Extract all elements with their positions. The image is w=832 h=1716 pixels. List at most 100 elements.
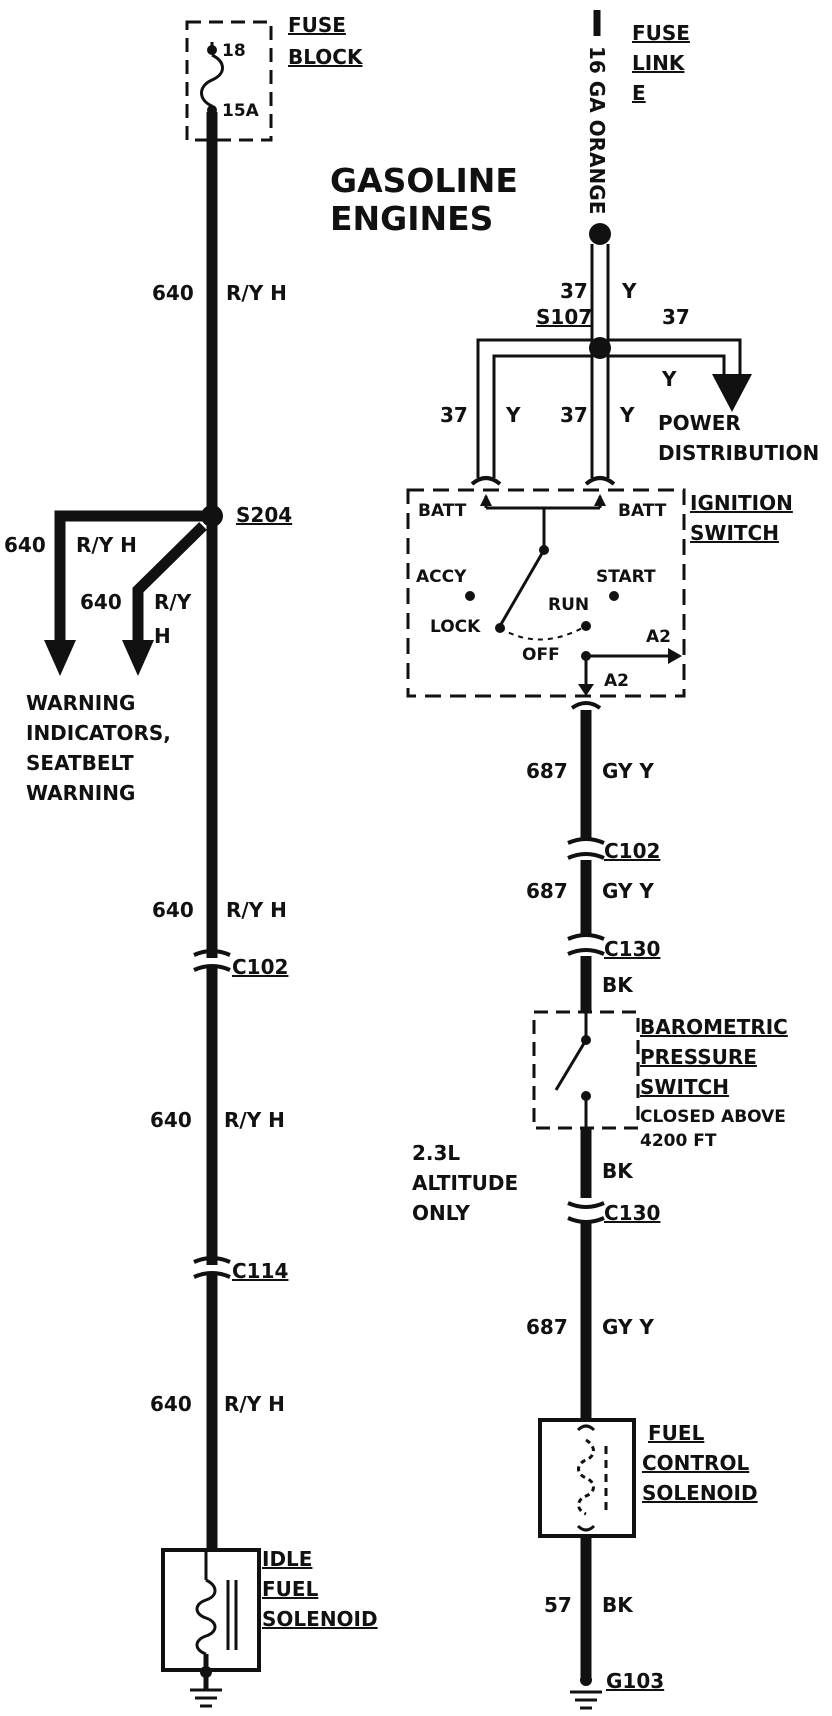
altitude-note-2: ALTITUDE [412, 1171, 518, 1195]
barometric-label-3: SWITCH [640, 1075, 729, 1099]
batt-feed-right-color: Y [619, 403, 635, 427]
left-wire-2-color: R/Y H [226, 898, 287, 922]
run-label: RUN [548, 595, 589, 615]
wire-687-c-color: GY Y [602, 1315, 654, 1339]
solenoid-coil-icon [195, 1578, 217, 1656]
connector-c130-top-icon [567, 933, 605, 956]
fuel-control-label-3: SOLENOID [642, 1481, 758, 1505]
barometric-label-1: BAROMETRIC [640, 1015, 788, 1039]
branch-destination-line-3: SEATBELT [26, 751, 134, 775]
batt-left-arrow-icon [480, 494, 492, 506]
bk-1-label: BK [602, 973, 634, 997]
fuel-solenoid-coil-icon [577, 1438, 595, 1516]
idle-fuel-solenoid-label-3: SOLENOID [262, 1607, 378, 1631]
fuel-control-label-1: FUEL [648, 1421, 705, 1445]
fuse-link-label-1: FUSE [632, 21, 690, 45]
barometric-switch-arm [554, 1039, 588, 1091]
connector-c102-left-label: C102 [232, 955, 288, 979]
connector-c102-left-icon [193, 949, 231, 972]
branch-b-color-2: H [154, 624, 171, 648]
wire-37-top-color: Y [621, 279, 637, 303]
branch-destination-line-2: INDICATORS, [26, 721, 171, 745]
wire-687-a-color: GY Y [602, 759, 654, 783]
connector-c102-right-icon [567, 837, 605, 860]
ignition-switch-label-1: IGNITION [690, 491, 793, 515]
ignition-switch-label-2: SWITCH [690, 521, 779, 545]
branch-b-arrow-icon [122, 640, 154, 676]
wire-687-b-circuit: 687 [526, 879, 568, 903]
power-distribution-arrow-icon [712, 374, 752, 412]
batt-left-label: BATT [418, 501, 467, 521]
branch-a-wire [54, 510, 205, 640]
a2-bottom-arrow-icon [578, 684, 594, 696]
off-label: OFF [522, 645, 560, 665]
batt-left-connector-icon [470, 476, 502, 486]
yellow-wire-power [608, 338, 742, 374]
branch-a-color: R/Y H [76, 533, 137, 557]
connector-c130-bottom-icon [567, 1201, 605, 1224]
branch-b-color-1: R/Y [154, 590, 192, 614]
branch-b-wire [132, 522, 207, 640]
left-wire-4-color: R/Y H [224, 1392, 285, 1416]
fuse-link-splice-dot [589, 223, 611, 245]
splice-s107-dot [589, 337, 611, 359]
ground-label: G103 [606, 1669, 664, 1693]
start-label: START [596, 567, 656, 587]
splice-s107-label: S107 [536, 305, 592, 329]
fuse-link-label-3: E [632, 81, 646, 105]
idle-fuel-solenoid-label-2: FUEL [262, 1577, 319, 1601]
left-wire-1-circuit: 640 [152, 281, 194, 305]
fuse-block-box [185, 20, 273, 142]
branch-destination-line-1: WARNING [26, 691, 135, 715]
splice-s204-label: S204 [236, 503, 292, 527]
connector-c114-icon [193, 1256, 231, 1279]
ignition-switch-box [406, 488, 686, 698]
barometric-note-2: 4200 FT [640, 1131, 717, 1151]
accy-label: ACCY [416, 567, 467, 587]
bk-2-label: BK [602, 1159, 634, 1183]
a2-right-arrow-icon [668, 648, 682, 664]
left-wire-4-circuit: 640 [150, 1392, 192, 1416]
connector-c114-label: C114 [232, 1259, 288, 1283]
wire-57-circuit: 57 [544, 1593, 572, 1617]
fuse-symbol-icon [200, 53, 224, 108]
left-wire-1-color: R/Y H [226, 281, 287, 305]
power-distribution-label-2: DISTRIBUTION [658, 441, 819, 465]
ground-symbol-left-icon [190, 1666, 222, 1708]
batt-feed-left-color: Y [505, 403, 521, 427]
yellow-wire-batt-left [476, 338, 592, 478]
branch-b-circuit: 640 [80, 590, 122, 614]
fuse-terminal-top [207, 45, 217, 55]
start-contact [609, 591, 619, 601]
idle-fuel-solenoid-box [161, 1548, 261, 1672]
yellow-wire-main [590, 244, 610, 478]
a2-bottom-label: A2 [604, 671, 629, 691]
ignition-output-connector-icon [570, 701, 602, 710]
batt-right-arrow-icon [594, 494, 606, 506]
fuse-rating: 15A [222, 101, 260, 121]
left-wire-2-circuit: 640 [152, 898, 194, 922]
left-wire-3-circuit: 640 [150, 1108, 192, 1132]
wire-687-c-circuit: 687 [526, 1315, 568, 1339]
barometric-note-1: CLOSED ABOVE [640, 1107, 786, 1127]
connector-c130-top-label: C130 [604, 937, 660, 961]
idle-fuel-solenoid-label-1: IDLE [262, 1547, 312, 1571]
left-wire-3-color: R/Y H [224, 1108, 285, 1132]
title-line-1: GASOLINE [330, 161, 518, 200]
connector-c130-bottom-label: C130 [604, 1201, 660, 1225]
power-branch-color: Y [661, 367, 677, 391]
altitude-note-3: ONLY [412, 1201, 470, 1225]
fuel-control-solenoid-box [538, 1418, 636, 1538]
branch-destination-line-4: WARNING [26, 781, 135, 805]
fuse-block-label-2: BLOCK [288, 45, 364, 69]
power-distribution-label-1: POWER [658, 411, 741, 435]
splice-s204-dot [201, 505, 223, 527]
batt-right-connector-icon [584, 476, 616, 486]
connector-c102-right-label: C102 [604, 839, 660, 863]
branch-a-arrow-icon [44, 640, 76, 676]
ground-symbol-right-icon [570, 1674, 602, 1710]
fuse-number: 18 [222, 41, 246, 61]
fuel-control-label-2: CONTROL [642, 1451, 749, 1475]
wire-57-color: BK [602, 1593, 634, 1617]
